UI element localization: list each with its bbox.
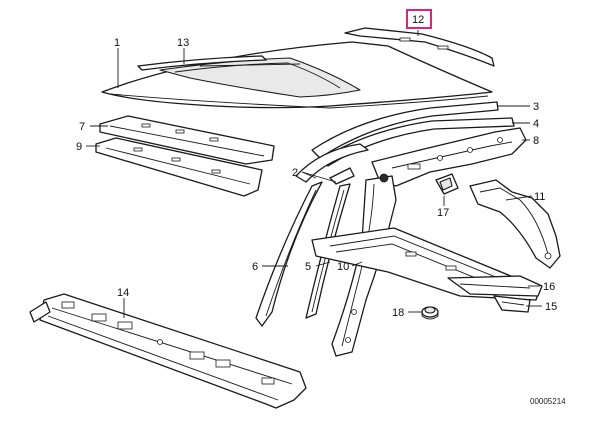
callout-15: 15 [545,301,557,313]
roof-side-rail [311,101,499,159]
callout-8: 8 [533,135,539,147]
dashboard-cross-panel [29,293,307,409]
callout-10: 10 [337,261,349,273]
callout-1: 1 [114,37,120,49]
callout-17: 17 [437,207,449,219]
reference-number: 00005214 [530,397,566,406]
rear-sill-extension [493,295,531,313]
callout-13: 13 [177,37,189,49]
small-bracket [435,173,459,195]
callout-14: 14 [117,287,129,299]
callout-2: 2 [292,167,298,179]
leader-lines [86,30,542,318]
callout-11: 11 [534,191,545,203]
roof-drip-moulding [344,27,495,67]
callout-4: 4 [533,118,539,130]
callout-7: 7 [79,121,85,133]
highlight-box [406,9,432,29]
front-roof-crossmember-inner [95,137,263,197]
callout-3: 3 [533,101,539,113]
windshield-frame-upper [295,143,369,185]
rear-lower-member [447,275,543,297]
callouts: 1 13 12 3 4 8 7 9 2 11 17 6 5 10 16 15 1… [76,9,557,319]
front-roof-crossmember [99,115,275,165]
grommet-plug [421,306,439,320]
callout-16: 16 [543,281,555,293]
rear-quarter-panel [469,179,561,269]
callout-18: 18 [392,307,404,319]
callout-5: 5 [305,261,311,273]
sunroof-strip [137,55,267,71]
a-pillar-outer [255,181,323,327]
roof-panel [101,41,493,109]
callout-12: 12 [412,14,424,26]
callout-6: 6 [252,261,258,273]
callout-9: 9 [76,141,82,153]
